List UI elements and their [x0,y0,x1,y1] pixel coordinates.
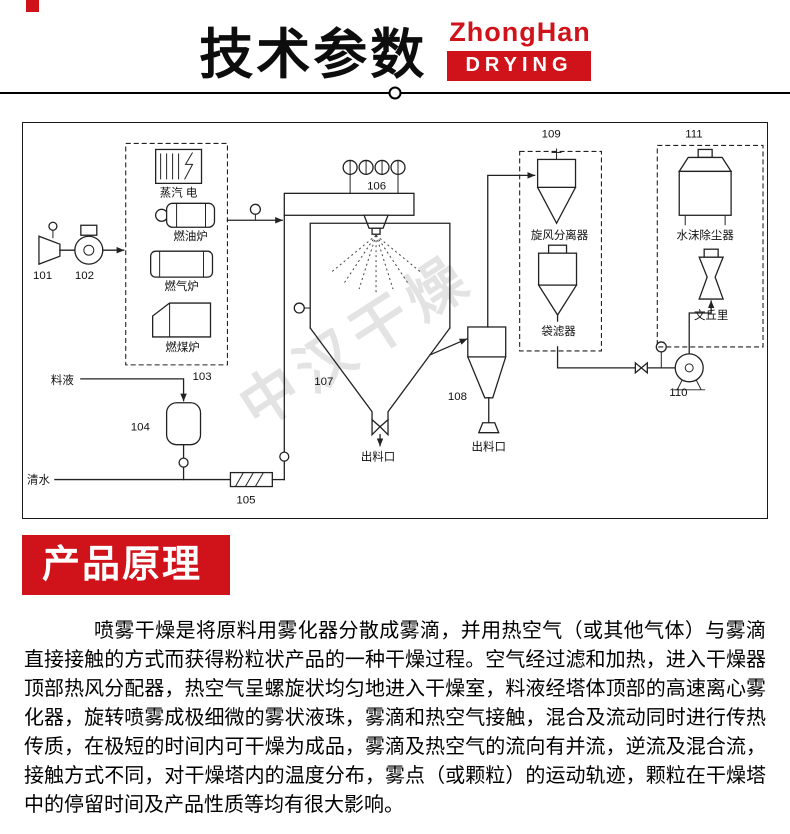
label-oil-furnace: 燃油炉 [173,229,207,243]
label-110: 110 [669,387,687,399]
atomizer [363,214,389,235]
flow-diagram-svg: 中汉干燥 101 102 103 [27,128,764,507]
feed-riser-pipe [279,214,290,481]
tower-exhaust-duct [429,338,468,356]
label-feed-liquid: 料液 [51,373,74,387]
label-106: 106 [367,180,386,192]
air-inlet-101 [38,221,76,266]
principle-paragraph: 喷雾干燥是将原料用雾化器分散成雾滴，并用热空气（或其他气体）与雾滴直接接触的方式… [24,620,766,816]
coal-furnace [152,302,212,338]
water-mist-collector [678,148,733,226]
label-bag-filter: 袋滤器 [541,324,576,338]
drying-tower-107 [293,222,451,447]
label-cyclone-separator: 旋风分离器 [531,228,589,242]
oil-furnace [154,202,216,228]
process-flow-diagram: 中汉干燥 101 102 103 [22,122,768,519]
label-105: 105 [236,495,255,507]
label-outlet-cyclone: 出料口 [472,440,506,454]
feed-tank-104 [80,378,202,481]
water-pump-105 [54,471,285,488]
fan-110 [673,300,715,391]
label-coal-furnace: 燃煤炉 [165,340,199,354]
corner-accent-square [26,0,39,12]
fan-suction-line [556,341,676,375]
label-103: 103 [193,371,212,383]
label-101: 101 [33,270,52,282]
heater-box-103 [125,142,228,366]
cyclone-separator [536,148,577,225]
hot-air-duct [226,203,283,224]
venturi [698,248,725,300]
separator-box-109 [519,150,602,352]
divider-circle-icon [388,86,402,100]
page-title: 技术参数 [199,24,428,85]
label-water-mist-collector: 水沫除尘器 [677,228,735,242]
label-102: 102 [75,270,94,282]
header-divider [0,86,790,100]
cyclone-108 [466,172,536,434]
label-outlet-tower: 出料口 [361,450,395,464]
label-venturi: 文丘里 [694,308,728,322]
steam-electric-heater [154,148,203,185]
label-clean-water: 清水 [27,474,50,487]
brand-banner: DRYING [447,51,591,81]
brand-name: ZhongHan [449,17,591,47]
air-distributor-106 [283,159,415,216]
section-title: 产品原理 [22,535,230,595]
label-104: 104 [131,422,151,434]
scrubber-box-111 [656,144,764,348]
brand-block: ZhongHan DRYING [447,17,591,81]
gas-furnace [150,250,214,278]
label-108: 108 [448,391,467,403]
label-111: 111 [685,128,702,140]
page-header: 技术参数 ZhongHan DRYING [0,0,790,92]
label-107: 107 [314,376,333,388]
bag-filter [537,244,578,322]
label-gas-furnace: 燃气炉 [164,279,198,293]
label-109: 109 [542,128,561,140]
label-steam-electric: 蒸汽 电 [160,185,198,199]
blower-102 [74,224,125,265]
diagram-watermark: 中汉干燥 [229,243,485,440]
